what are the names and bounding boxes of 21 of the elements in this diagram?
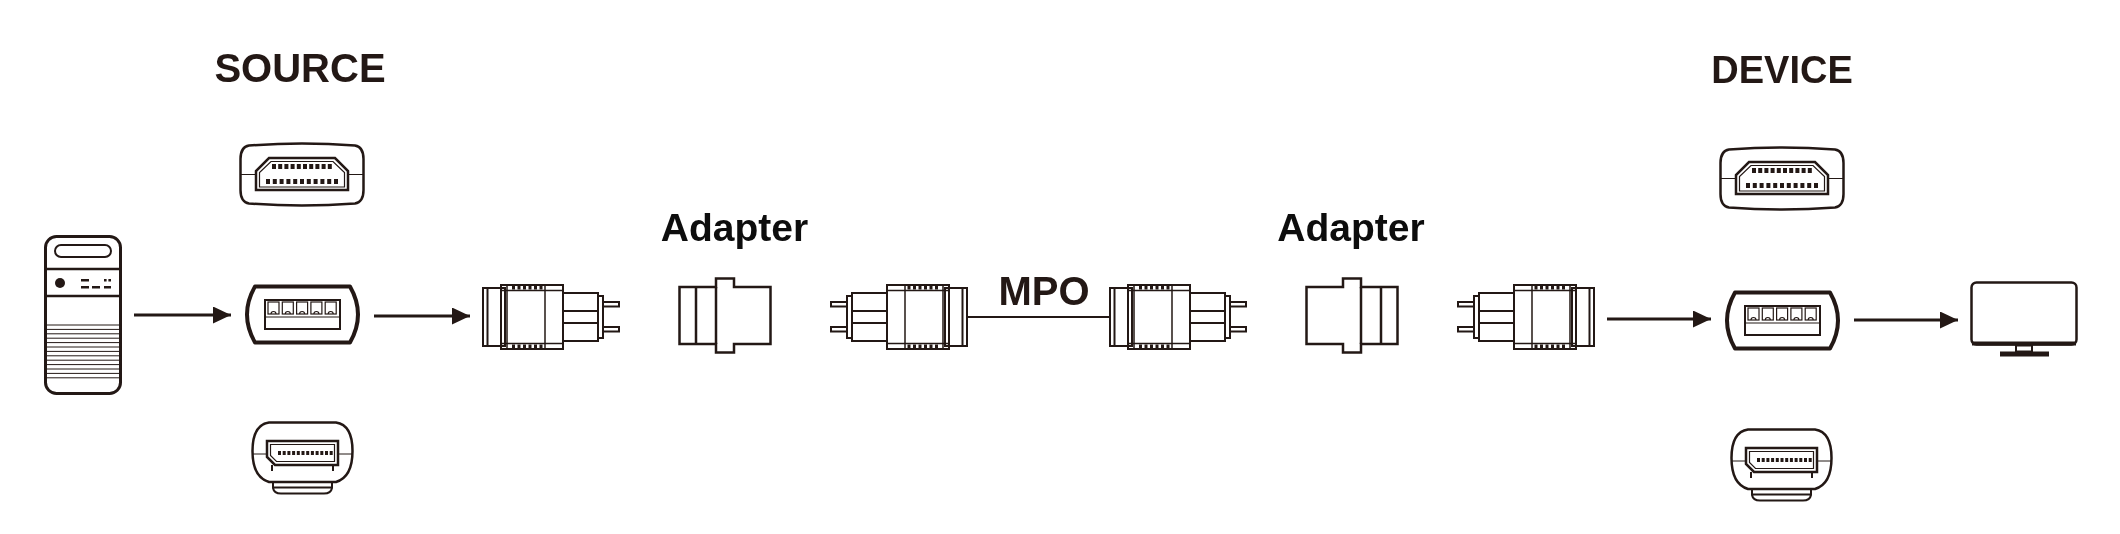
usb-port-icon [243, 284, 362, 345]
column-heading: SOURCE [214, 48, 386, 88]
displayport-icon [251, 421, 354, 495]
fiber-connector-icon [1109, 284, 1247, 350]
fiber-connector-icon [830, 284, 968, 350]
hdmi-port-icon [1719, 146, 1845, 211]
node-label: Adapter [660, 208, 809, 247]
fiber-connector-icon [1457, 284, 1595, 350]
hdmi-port-icon [239, 142, 365, 207]
cable-line [967, 316, 1110, 318]
column-heading: DEVICE [1711, 51, 1853, 89]
desktop-tower-icon [44, 235, 122, 395]
usb-port-icon [1723, 290, 1842, 351]
monitor-icon [1970, 281, 2078, 357]
arrow [1854, 311, 1958, 329]
arrow [134, 306, 231, 324]
fiber-connector-icon [482, 284, 620, 350]
node-label: Adapter [1277, 208, 1425, 247]
arrow [374, 307, 470, 325]
arrow [1607, 310, 1711, 328]
displayport-icon [1730, 428, 1833, 502]
